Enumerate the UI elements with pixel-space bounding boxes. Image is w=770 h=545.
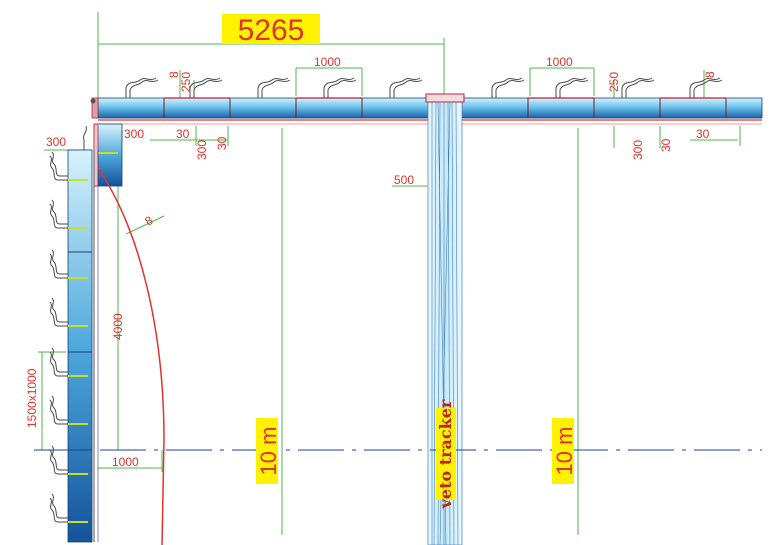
ten-m-left-label: 10 m [256,418,281,484]
cable-glyphs-left [49,151,68,523]
trajectory-curve [97,167,165,545]
svg-text:veto tracker: veto tracker [436,399,455,509]
dim-8-b: 8 [703,71,717,78]
dim-30-a: 30 [176,127,190,141]
dim-1000-bottom: 1000 [112,455,139,469]
dim-30-vert-a: 30 [215,136,229,150]
ten-m-right-label: 10 m [552,418,577,484]
dim-300-inner: 300 [124,127,144,141]
dim-30-vert-b: 30 [659,138,673,152]
dim-1000-top-left: 1000 [314,55,341,69]
dim-4000: 4000 [111,313,125,340]
cable-glyphs-top [125,77,723,98]
veto-tracker-label: veto tracker [436,399,456,509]
dim-500: 500 [394,173,414,187]
dim-300-vert-b: 300 [631,140,645,160]
dim-8-a: 8 [167,71,181,78]
dim-30-b: 30 [696,127,710,141]
corner-block [90,97,123,187]
dim-1500x1000: 1500x1000 [25,368,39,428]
dim-250-b: 250 [607,72,621,92]
dim-300-left: 300 [46,135,66,149]
svg-text:5265: 5265 [238,14,305,47]
svg-text:10 m: 10 m [256,427,281,476]
svg-text:10 m: 10 m [552,427,577,476]
dim-300-vert-a: 300 [195,140,209,160]
left-module-column [67,149,99,543]
dim-250-a: 250 [179,72,193,92]
overall-width-label: 5265 [222,14,320,47]
dim-1000-top-right: 1000 [546,55,573,69]
corner-cable-glyph [83,125,87,150]
